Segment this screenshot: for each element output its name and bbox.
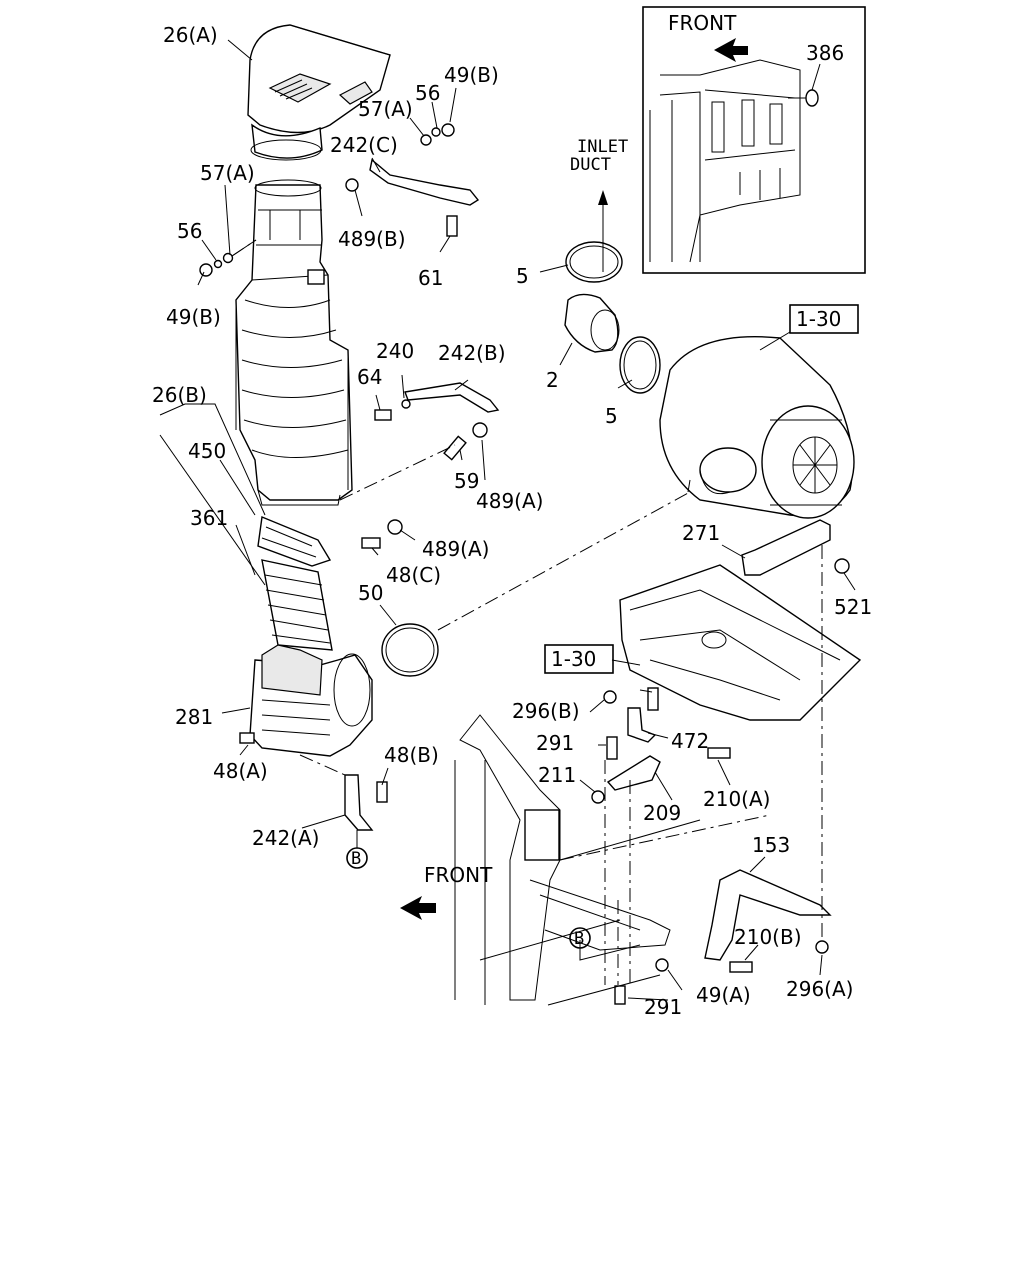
callout-64: 64 — [357, 365, 382, 389]
mounting-tray — [619, 564, 862, 721]
part-472-bracket — [627, 707, 657, 743]
callout-26b: 26(B) — [152, 383, 207, 407]
main-front-label: FRONT — [424, 863, 493, 887]
inlet-duct-arrow-icon — [598, 190, 608, 205]
callout-5-bottom: 5 — [605, 404, 618, 428]
inset-front-label: FRONT — [668, 11, 737, 35]
callout-labels: 26(A) 57(A) 56 49(B) 242(C) 57(A) 489(B)… — [152, 23, 872, 1019]
part-361-bellows — [261, 559, 333, 651]
inset-view: FRONT 386 — [642, 6, 866, 274]
inlet-duct-label-line1: INLET — [577, 137, 628, 157]
callout-49a: 49(A) — [696, 983, 751, 1007]
part-271-bracket — [741, 519, 831, 576]
callout-242a: 242(A) — [252, 826, 319, 850]
circle-marker-b-chassis — [569, 927, 591, 949]
inset-front-arrow-icon — [714, 38, 748, 62]
callout-48c: 48(C) — [386, 563, 441, 587]
part-209-bracket — [606, 755, 661, 791]
callout-210b: 210(B) — [734, 925, 802, 949]
callout-56-left: 56 — [177, 219, 202, 243]
callout-210a: 210(A) — [703, 787, 770, 811]
callout-240: 240 — [376, 339, 414, 363]
part-281-lower-elbow — [249, 644, 373, 757]
callout-450: 450 — [188, 439, 226, 463]
callout-281: 281 — [175, 705, 213, 729]
callout-49b-top: 49(B) — [444, 63, 499, 87]
inset-frame — [642, 6, 866, 274]
callout-271: 271 — [682, 521, 720, 545]
callout-48b: 48(B) — [384, 743, 439, 767]
part-26b-intake-stack — [231, 179, 353, 506]
part-5-clamp-bottom — [619, 336, 661, 394]
callout-5-top: 5 — [516, 264, 529, 288]
ref-box-1-30-top — [789, 304, 859, 334]
callout-472: 472 — [671, 729, 709, 753]
callout-59: 59 — [454, 469, 479, 493]
circle-marker-b-left — [346, 847, 368, 869]
part-242b-bracket — [404, 382, 500, 413]
callout-296b: 296(B) — [512, 699, 580, 723]
part-50-clamp — [381, 623, 439, 677]
callout-61: 61 — [418, 266, 443, 290]
callout-296a: 296(A) — [786, 977, 853, 1001]
part-153-bracket — [704, 869, 832, 961]
leader-lines — [159, 39, 856, 1001]
inlet-duct-label-line2: DUCT — [570, 155, 611, 175]
callout-361: 361 — [190, 506, 228, 530]
part-242c-bracket — [369, 158, 480, 206]
callout-521: 521 — [834, 595, 872, 619]
circle-marker-b-chassis-label: B — [574, 929, 584, 949]
fasteners — [199, 123, 850, 1005]
callout-2: 2 — [546, 368, 559, 392]
part-450-gasket — [257, 516, 332, 567]
circle-marker-b-left-label: B — [351, 849, 361, 869]
callout-56-top: 56 — [415, 81, 440, 105]
callout-57a-top: 57(A) — [358, 97, 413, 121]
main-front-arrow-icon — [400, 896, 436, 920]
callout-489a-top: 489(A) — [476, 489, 543, 513]
callout-211: 211 — [538, 763, 576, 787]
callout-48a: 48(A) — [213, 759, 268, 783]
callout-153: 153 — [752, 833, 790, 857]
callout-386: 386 — [806, 41, 844, 65]
part-26a-intake-hood — [247, 24, 391, 161]
callout-291-top: 291 — [536, 731, 574, 755]
callout-209: 209 — [643, 801, 681, 825]
callout-242b: 242(B) — [438, 341, 506, 365]
callout-291-bottom: 291 — [644, 995, 682, 1019]
ref-box-1-30-middle — [544, 644, 614, 674]
centerlines — [231, 239, 823, 985]
ref-box-1-30-middle-label: 1-30 — [551, 647, 596, 671]
air-cleaner-assembly — [659, 335, 855, 519]
callout-489a-mid: 489(A) — [422, 537, 489, 561]
callout-489b: 489(B) — [338, 227, 406, 251]
callout-26a: 26(A) — [163, 23, 218, 47]
callout-50: 50 — [358, 581, 383, 605]
part-2-inlet-hose — [564, 293, 620, 353]
part-242a-bracket — [344, 774, 374, 831]
callout-49b-left: 49(B) — [166, 305, 221, 329]
ref-box-1-30-top-label: 1-30 — [796, 307, 841, 331]
callout-242c: 242(C) — [330, 133, 398, 157]
callout-57a-left: 57(A) — [200, 161, 255, 185]
chassis-frame — [454, 714, 701, 1006]
part-5-clamp-top — [565, 241, 623, 283]
